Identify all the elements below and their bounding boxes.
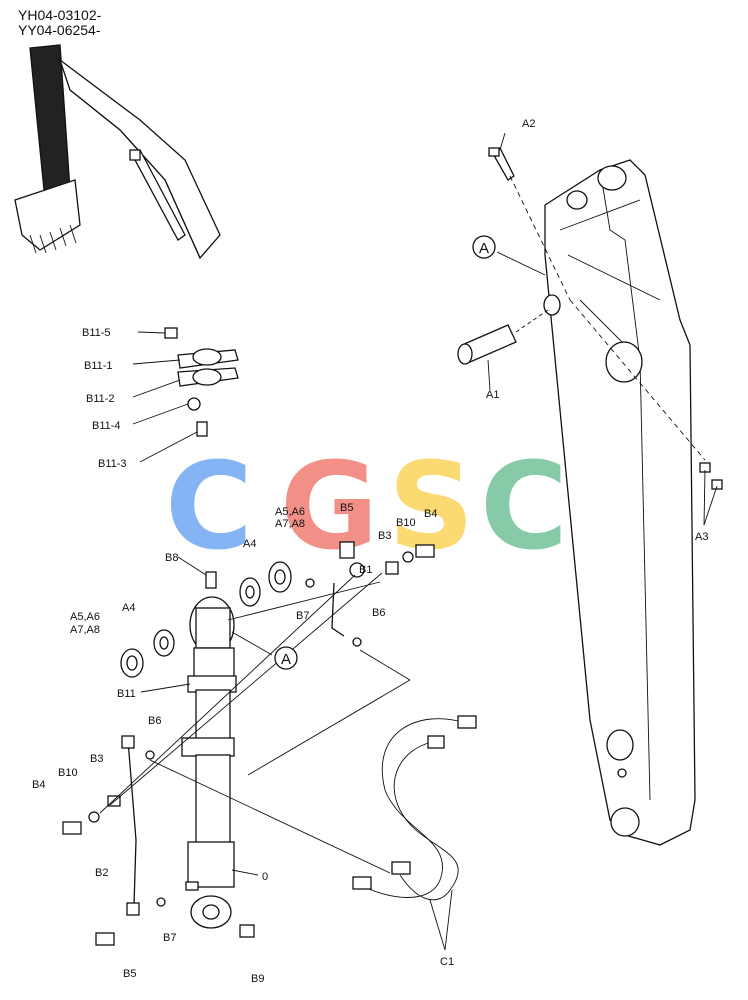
label-b1: B1	[359, 564, 372, 576]
model-codes: YH04-03102- YY04-06254-	[18, 8, 101, 38]
label-b6-left: B6	[148, 715, 161, 727]
model-code-2: YY04-06254-	[18, 22, 101, 38]
label-b9: B9	[251, 973, 264, 985]
label-b6-right: B6	[372, 607, 385, 619]
part-labels: A2 A1 A3 B11-5 B11-1 B11-2 B11-4 B11-3 A…	[32, 118, 708, 985]
label-b5-top: B5	[340, 502, 353, 514]
label-b11-2: B11-2	[86, 393, 115, 405]
label-a5-left-line1: A5,A6	[70, 611, 100, 623]
label-a2: A2	[522, 118, 535, 130]
clamp-assembly-b11	[164, 327, 239, 437]
hydraulic-cylinder	[181, 571, 237, 929]
label-b4-right: B4	[424, 508, 437, 520]
label-b10-left: B10	[58, 767, 78, 779]
label-b11-3: B11-3	[98, 458, 127, 470]
watermark: C G S C	[165, 438, 568, 577]
callout-top-label: A	[479, 240, 489, 257]
callout-bottom-label: A	[281, 651, 291, 668]
leader-lines	[99, 132, 718, 951]
label-b11-1: B11-1	[84, 360, 113, 372]
label-b7-bottom: B7	[163, 932, 176, 944]
callout-top: A	[472, 235, 496, 259]
label-a1: A1	[486, 389, 499, 401]
label-a3: A3	[695, 531, 708, 543]
label-b8: B8	[165, 552, 178, 564]
watermark-letter-1: C	[165, 438, 253, 577]
label-b3-left: B3	[90, 753, 103, 765]
label-a4-top: A4	[243, 538, 256, 550]
label-zero: 0	[262, 871, 268, 883]
label-b7-top: B7	[296, 610, 309, 622]
watermark-letter-2: G	[280, 438, 379, 577]
watermark-letter-4: C	[480, 438, 568, 577]
model-code-1: YH04-03102-	[18, 7, 102, 23]
label-b11: B11	[117, 688, 136, 700]
label-c1: C1	[440, 956, 454, 968]
label-b11-5: B11-5	[82, 327, 111, 339]
label-b11-4: B11-4	[92, 420, 121, 432]
hoses-c1	[352, 715, 477, 901]
label-b10-right: B10	[396, 517, 416, 529]
label-a5-top-line1: A5,A6	[275, 506, 305, 518]
label-b4-left: B4	[32, 779, 45, 791]
washers	[120, 561, 292, 678]
label-a4-left: A4	[122, 602, 135, 614]
label-a5-left-line2: A7,A8	[70, 624, 100, 636]
bolt-a2	[488, 147, 706, 461]
pin-a1	[457, 309, 549, 365]
label-b3-right: B3	[378, 530, 391, 542]
label-b5-bottom: B5	[123, 968, 136, 980]
label-a5-top-line2: A7,A8	[275, 518, 305, 530]
label-b2: B2	[95, 867, 108, 879]
callout-bottom: A	[274, 646, 298, 670]
excavator-thumbnail	[14, 44, 221, 260]
nuts-a3	[699, 462, 723, 490]
